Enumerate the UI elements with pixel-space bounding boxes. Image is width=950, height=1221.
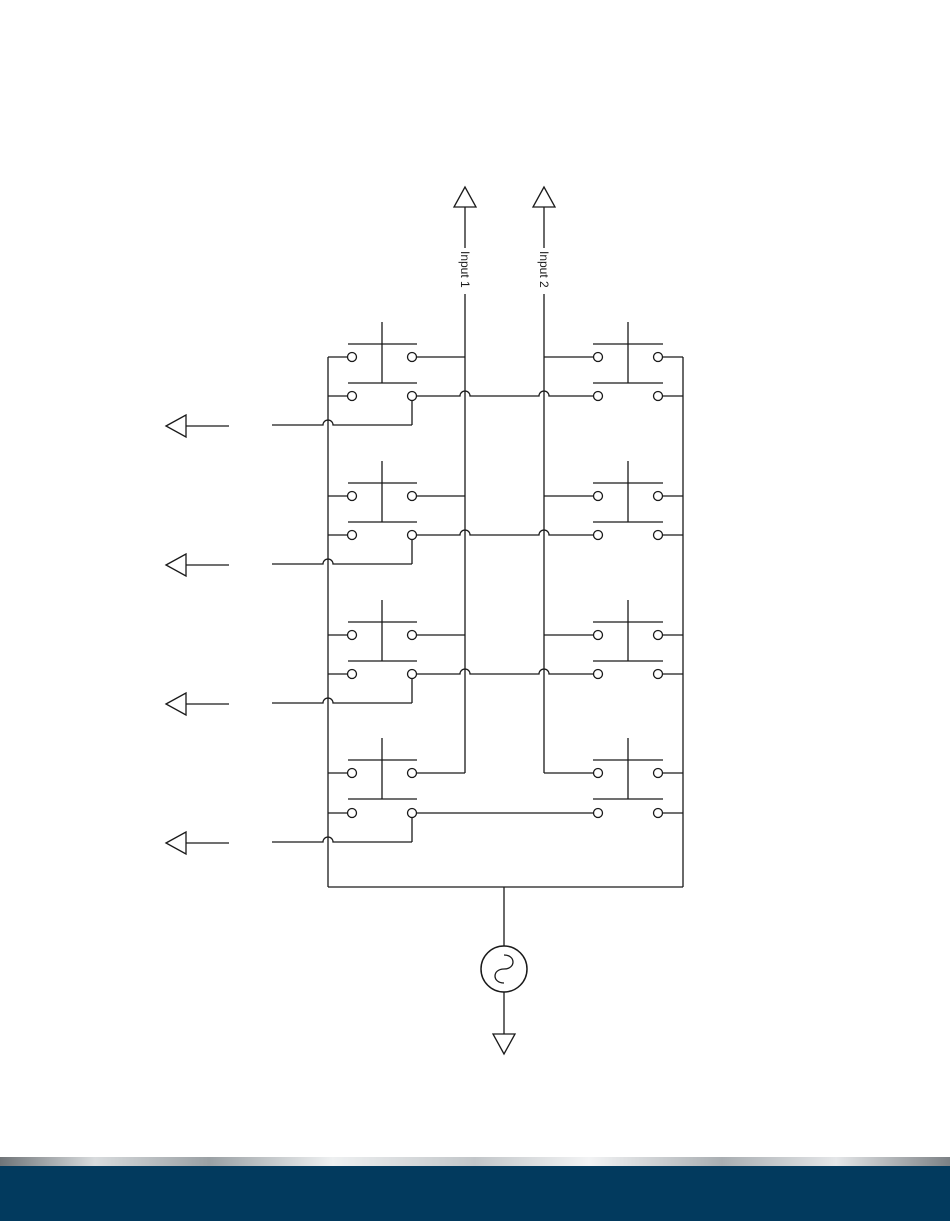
right-switch-2 xyxy=(544,461,683,540)
footer-metallic-stripe xyxy=(0,1157,950,1166)
ac-source-icon xyxy=(481,946,527,992)
right-switch-4 xyxy=(544,738,683,818)
left-switch-3 xyxy=(272,600,593,703)
output-arrow-1 xyxy=(166,415,229,437)
ground-arrow-icon xyxy=(493,1034,515,1054)
left-switch-1 xyxy=(272,322,593,425)
output-1-arrow-icon xyxy=(166,415,186,437)
input-1-label: Input 1 xyxy=(458,251,472,288)
page-footer xyxy=(0,1157,950,1221)
input-2-label: Input 2 xyxy=(537,251,551,288)
output-arrow-2 xyxy=(166,554,229,576)
input-2-terminal: Input 2 xyxy=(533,187,555,773)
input-2-arrow-icon xyxy=(533,187,555,207)
input-1-arrow-icon xyxy=(454,187,476,207)
output-4-arrow-icon xyxy=(166,832,186,854)
right-switch-3 xyxy=(544,600,683,679)
left-switch-2 xyxy=(272,461,593,564)
output-arrow-4 xyxy=(166,832,229,854)
right-switch-1 xyxy=(544,322,683,401)
footer-band xyxy=(0,1166,950,1221)
output-arrow-3 xyxy=(166,693,229,715)
output-2-arrow-icon xyxy=(166,554,186,576)
output-3-arrow-icon xyxy=(166,693,186,715)
input-1-terminal: Input 1 xyxy=(454,187,476,773)
left-switch-4 xyxy=(272,738,593,842)
